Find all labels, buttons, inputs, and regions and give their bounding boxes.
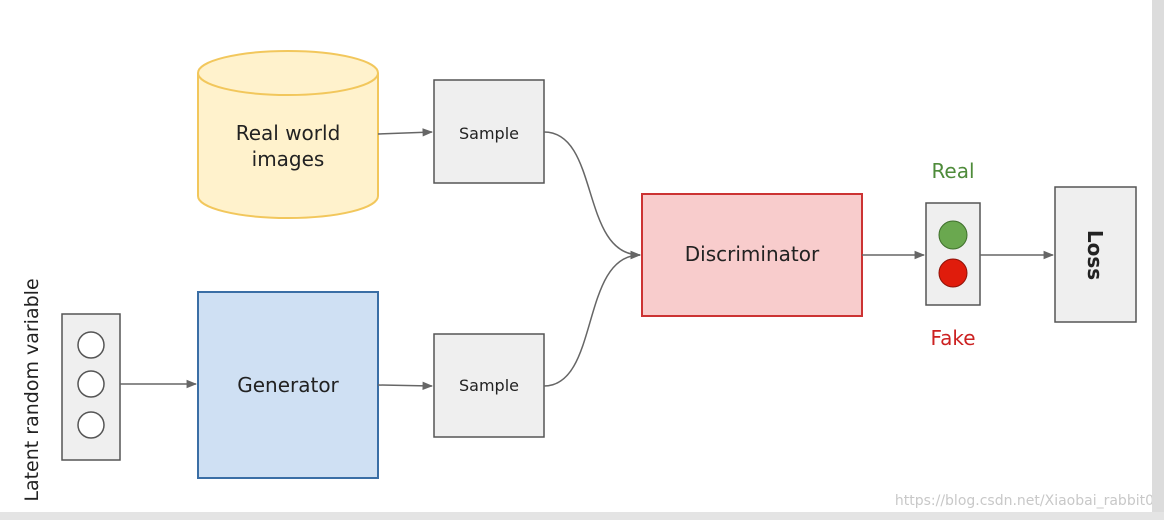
- discriminator-label: Discriminator: [685, 242, 820, 266]
- latent-random-variable-label: Latent random variable: [21, 278, 43, 501]
- database-label-line1: Real world: [236, 121, 341, 145]
- latent-node-1: [77, 331, 105, 359]
- bottom-edge-strip: [0, 512, 1164, 520]
- fake-light: [938, 258, 968, 288]
- loss-block: Loss: [1054, 186, 1137, 323]
- arrow-sample-bottom-to-discriminator: [543, 250, 642, 387]
- real-light: [938, 220, 968, 250]
- loss-label: Loss: [1083, 230, 1107, 280]
- sample-bottom-label: Sample: [459, 376, 519, 395]
- latent-vector: [61, 313, 121, 461]
- real-fake-indicator: [925, 202, 981, 306]
- real-label: Real: [931, 159, 974, 183]
- generator-block: Generator: [197, 291, 379, 479]
- fake-label: Fake: [930, 326, 975, 350]
- watermark-url: https://blog.csdn.net/Xiaobai_rabbit0: [895, 493, 1154, 509]
- arrow-generator-to-sample: [377, 381, 434, 391]
- arrow-database-to-sample: [377, 128, 434, 137]
- sample-bottom-rect: [433, 333, 545, 438]
- database-body: [197, 73, 379, 219]
- loss-rect: [1054, 186, 1137, 323]
- indicator-box: [925, 202, 981, 306]
- sample-top-label: Sample: [459, 124, 519, 143]
- real-world-images-database: Real world images: [197, 50, 379, 219]
- generator-label: Generator: [237, 373, 339, 397]
- generator-rect: [197, 291, 379, 479]
- discriminator-block: Discriminator: [641, 193, 863, 317]
- sample-bottom-box: Sample: [433, 333, 545, 438]
- latent-node-3: [77, 411, 105, 439]
- database-top: [197, 50, 379, 96]
- arrow-sample-top-to-discriminator: [543, 131, 642, 260]
- latent-node-2: [77, 370, 105, 398]
- sample-top-box: Sample: [433, 79, 545, 184]
- sample-top-rect: [433, 79, 545, 184]
- discriminator-rect: [641, 193, 863, 317]
- connectors: [120, 128, 1055, 391]
- right-edge-strip: [1152, 0, 1164, 520]
- database-label-line2: images: [252, 147, 325, 171]
